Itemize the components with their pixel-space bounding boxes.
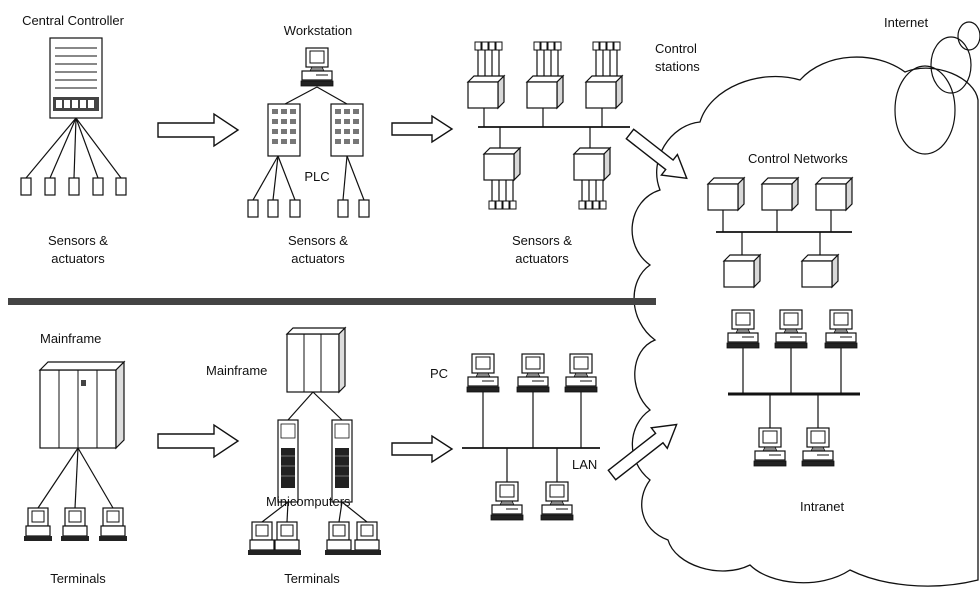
sensors-actuators-label-line1: Sensors & — [48, 233, 108, 248]
plc-label: PLC — [304, 169, 330, 184]
central-controller-links — [25, 117, 122, 179]
section-divider — [8, 298, 656, 305]
central-controller-rack — [49, 37, 103, 119]
sensor-box — [289, 199, 301, 218]
sensors-actuators-label-line2: actuators — [51, 251, 105, 266]
pc-label: PC — [430, 366, 449, 381]
field-device-box — [483, 147, 521, 181]
lan-pc — [490, 481, 524, 521]
lan-label: LAN — [572, 457, 598, 472]
mainframe-mini-links — [287, 391, 343, 421]
control-stations-label-line1: Control — [655, 41, 697, 56]
terminal — [23, 507, 53, 542]
plc-unit — [267, 103, 301, 157]
control-station-box — [526, 75, 564, 109]
lan-pc — [564, 353, 598, 393]
central-controller-label: Central Controller — [22, 13, 124, 28]
control-device-box — [723, 254, 761, 288]
terminal — [324, 521, 354, 556]
plc-unit — [330, 103, 364, 157]
evolution-arrow — [391, 115, 453, 143]
intranet-pc — [774, 309, 808, 349]
control-network-box — [707, 177, 745, 211]
control-network-bus — [716, 210, 852, 255]
mini-terminal-links — [261, 501, 368, 523]
workstation-computer — [300, 47, 334, 87]
evolution-arrow — [157, 113, 239, 147]
sensor-box — [337, 199, 349, 218]
minicomputers-label: Minicomputers — [266, 494, 351, 509]
lan-pc — [540, 481, 574, 521]
sensors-actuators-label-line2: actuators — [291, 251, 345, 266]
sensor-box — [92, 177, 104, 196]
mainframe-label: Mainframe — [206, 363, 268, 378]
mainframe-cabinet — [38, 360, 126, 450]
intranet-bus — [728, 348, 860, 428]
intranet-pc — [824, 309, 858, 349]
sensor-box — [20, 177, 32, 196]
minicomputer — [331, 419, 353, 503]
evolution-arrow — [157, 424, 239, 458]
sensor-box — [68, 177, 80, 196]
control-station-box — [467, 75, 505, 109]
sensor-box — [115, 177, 127, 196]
workstation-label: Workstation — [283, 23, 353, 38]
control-stations-label-line2: stations — [655, 59, 700, 74]
sensors-actuators-label-line2: actuators — [515, 251, 569, 266]
terminal — [60, 507, 90, 542]
evolution-arrow — [391, 435, 453, 463]
intranet-pc — [726, 309, 760, 349]
sensors-actuators-label-line1: Sensors & — [288, 233, 348, 248]
field-io-lines — [491, 180, 604, 202]
terminal — [272, 521, 302, 556]
intranet-label: Intranet — [800, 499, 845, 514]
mainframe-cabinet — [285, 326, 347, 394]
lan-pc — [466, 353, 500, 393]
mainframe-label: Mainframe — [40, 331, 102, 346]
evolution-arrow — [625, 128, 688, 180]
sensor-box — [358, 199, 370, 218]
control-bus — [478, 108, 630, 148]
lan-pc — [516, 353, 550, 393]
control-network-box — [761, 177, 799, 211]
mainframe-terminal-links — [37, 447, 114, 509]
terminal — [352, 521, 382, 556]
workstation-links — [284, 86, 348, 105]
control-station-io-lines — [477, 48, 618, 76]
intranet-pc — [801, 427, 835, 467]
terminal — [247, 521, 277, 556]
control-networks-label: Control Networks — [748, 151, 848, 166]
intranet-pc — [753, 427, 787, 467]
evolution-arrow — [607, 423, 678, 481]
control-network-box — [815, 177, 853, 211]
io-terminals — [474, 41, 621, 51]
minicomputer — [277, 419, 299, 503]
internet-label: Internet — [884, 15, 929, 30]
terminals-label: Terminals — [284, 571, 340, 586]
lan-bus — [462, 392, 600, 482]
plc-sensor-links — [252, 155, 365, 201]
terminal — [98, 507, 128, 542]
field-device-box — [573, 147, 611, 181]
control-station-box — [585, 75, 623, 109]
control-device-box — [801, 254, 839, 288]
sensor-box — [44, 177, 56, 196]
sensor-box — [247, 199, 259, 218]
sensor-box — [267, 199, 279, 218]
sensors-actuators-label-line1: Sensors & — [512, 233, 572, 248]
io-terminals — [488, 200, 607, 210]
terminals-label: Terminals — [50, 571, 106, 586]
